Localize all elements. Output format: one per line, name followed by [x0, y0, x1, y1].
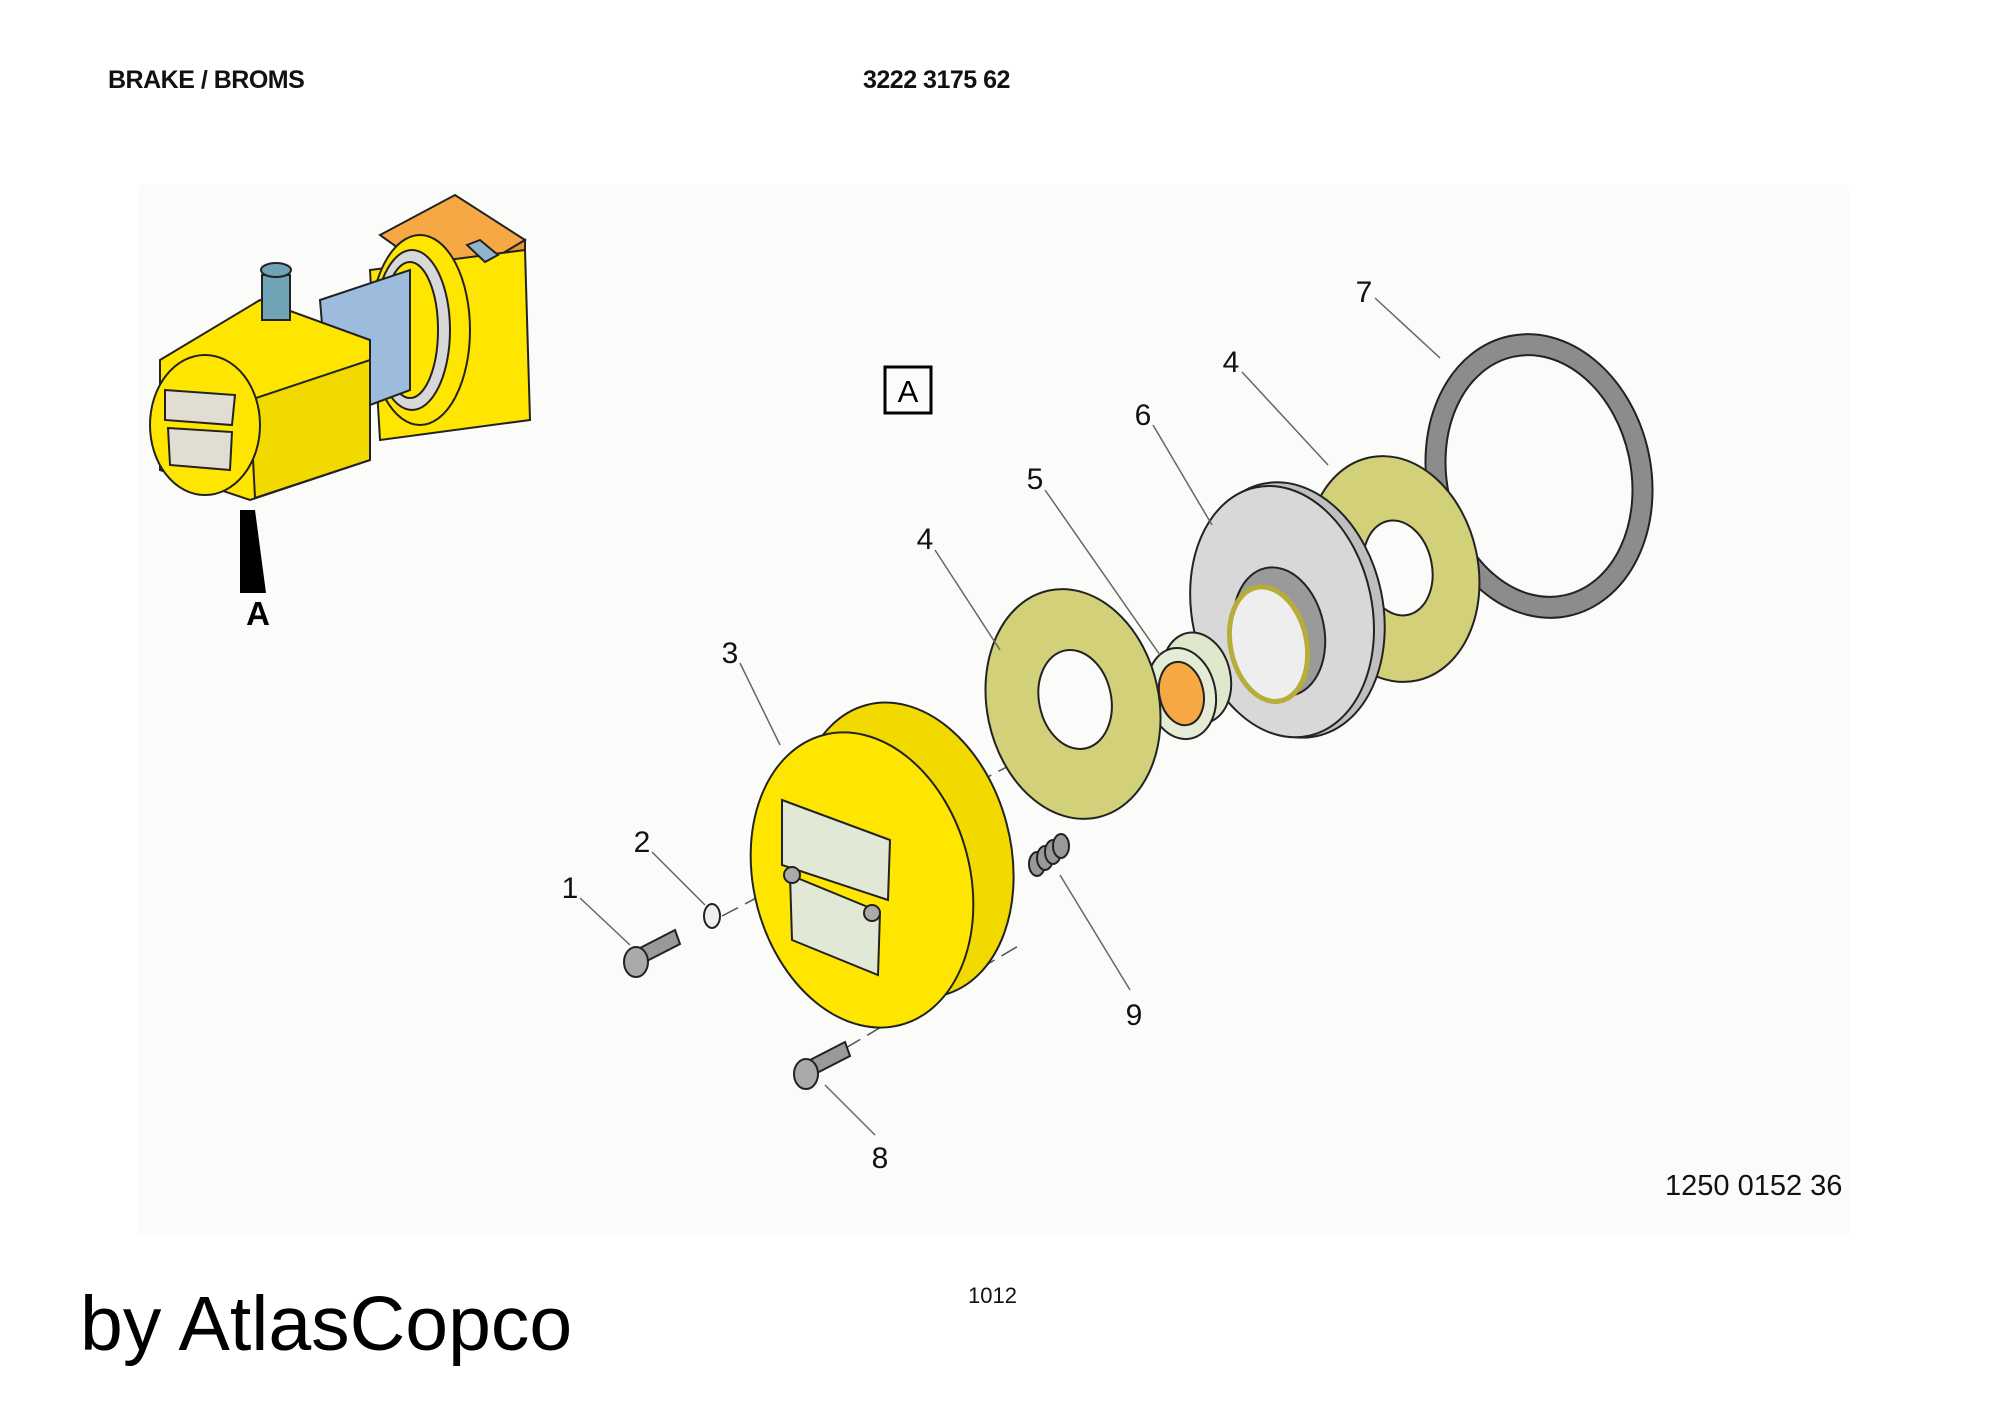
callout-1: 1 — [562, 872, 579, 905]
callout-9: 9 — [1126, 999, 1143, 1032]
part-9-spring — [1028, 833, 1070, 877]
callout-7: 7 — [1356, 276, 1373, 309]
callout-6: 6 — [1135, 399, 1152, 432]
view-marker-label: A — [246, 595, 270, 632]
page-number: 1012 — [968, 1283, 1017, 1308]
brand-watermark: by AtlasCopco — [80, 1281, 573, 1367]
part-number: 3222 3175 62 — [863, 66, 1010, 94]
part-3-brake-cover — [749, 701, 1015, 1029]
part-1-screw — [623, 928, 682, 978]
view-direction-arrow — [240, 510, 266, 593]
part-4-friction-disc-left — [984, 588, 1162, 820]
callout-2: 2 — [634, 826, 651, 859]
callouts: 1 2 3 4 4 5 6 7 8 9 — [562, 276, 1373, 1175]
view-box-label: A — [898, 374, 919, 409]
callout-8: 8 — [872, 1142, 889, 1175]
drawing-number: 1250 0152 36 — [1665, 1170, 1843, 1202]
part-7-gasket — [1424, 333, 1654, 619]
callout-3: 3 — [722, 637, 739, 670]
breather-valve — [261, 274, 291, 321]
part-8-screw — [793, 1040, 852, 1090]
callout-4-left: 4 — [917, 523, 934, 556]
part-2-washer — [703, 903, 721, 929]
view-box — [883, 365, 933, 415]
overview-assembly — [149, 193, 532, 502]
leader-lines — [579, 297, 1441, 1136]
part-6-brake-plate — [1189, 481, 1386, 739]
page-title: BRAKE / BROMS — [108, 66, 305, 94]
part-5-needle-bearing — [1145, 631, 1233, 741]
callout-4-right: 4 — [1223, 346, 1240, 379]
callout-5: 5 — [1027, 463, 1044, 496]
